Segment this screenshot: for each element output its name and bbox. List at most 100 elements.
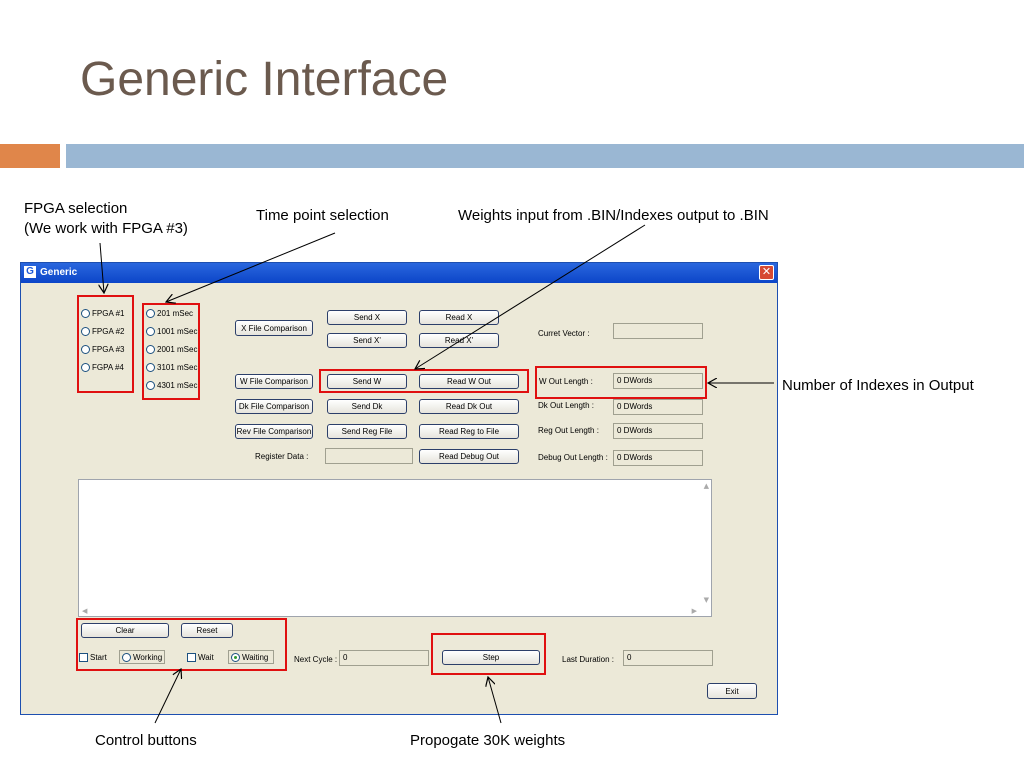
- send-x-prime-button[interactable]: Send X': [327, 333, 407, 348]
- scroll-left-icon[interactable]: ◀: [82, 607, 88, 615]
- arrow-weights: [415, 224, 646, 369]
- last-duration-label: Last Duration :: [562, 655, 615, 664]
- w-file-comparison-button[interactable]: W File Comparison: [235, 374, 313, 389]
- radio-circle-icon: [81, 363, 90, 372]
- send-reg-file-button[interactable]: Send Reg File: [327, 424, 407, 439]
- radio-circle-icon: [146, 327, 155, 336]
- radio-fpga-1[interactable]: FPGA #1: [81, 309, 124, 318]
- read-w-out-button[interactable]: Read W Out: [419, 374, 519, 389]
- slide-title: Generic Interface: [80, 53, 449, 106]
- annotation-control-buttons: Control buttons: [95, 732, 197, 749]
- read-x-button[interactable]: Read X: [419, 310, 499, 325]
- radio-label: 2001 mSec: [157, 345, 198, 354]
- send-w-button[interactable]: Send W: [327, 374, 407, 389]
- clear-button[interactable]: Clear: [81, 623, 169, 638]
- arrow-fpga: [100, 242, 104, 293]
- wait-checkbox[interactable]: Wait: [187, 653, 214, 662]
- radio-time-3101[interactable]: 3101 mSec: [146, 363, 197, 372]
- w-out-length-field: 0 DWords: [613, 373, 703, 389]
- step-button[interactable]: Step: [442, 650, 540, 665]
- dk-file-comparison-button[interactable]: Dk File Comparison: [235, 399, 313, 414]
- checkbox-icon: [187, 653, 196, 662]
- send-dk-button[interactable]: Send Dk: [327, 399, 407, 414]
- read-debug-out-button[interactable]: Read Debug Out: [419, 449, 519, 464]
- scroll-right-icon[interactable]: ▶: [691, 607, 697, 615]
- arrow-control: [154, 669, 181, 724]
- annotation-fpga-line1: FPGA selection: [24, 200, 128, 217]
- window-title: Generic: [40, 267, 78, 278]
- close-icon[interactable]: ✕: [759, 265, 774, 280]
- radio-time-4301[interactable]: 4301 mSec: [146, 381, 197, 390]
- waiting-label: Waiting: [242, 653, 269, 662]
- register-data-label: Register Data :: [255, 452, 309, 461]
- start-checkbox[interactable]: Start: [79, 653, 107, 662]
- w-out-highlight-box: [535, 366, 707, 399]
- wait-label: Wait: [198, 653, 214, 662]
- radio-fpga-3[interactable]: FPGA #3: [81, 345, 124, 354]
- radio-circle-icon: [122, 653, 131, 662]
- app-icon: G: [24, 266, 36, 278]
- waiting-radio: Waiting: [231, 653, 268, 662]
- annotation-propagate: Propogate 30K weights: [410, 732, 566, 749]
- radio-label: 1001 mSec: [157, 327, 198, 336]
- read-reg-to-file-button[interactable]: Read Reg to File: [419, 424, 519, 439]
- annotation-fpga-line2: (We work with FPGA #3): [24, 220, 188, 237]
- annotation-fpga-selection: FPGA selection (We work with FPGA #3): [24, 199, 188, 239]
- radio-circle-icon: [146, 363, 155, 372]
- radio-label: FPGA #2: [92, 327, 125, 336]
- radio-circle-icon: [81, 345, 90, 354]
- radio-label: FPGA #3: [92, 345, 125, 354]
- debug-out-length-field: 0 DWords: [613, 450, 703, 466]
- output-textarea[interactable]: ▲ ▼ ◀ ▶: [78, 479, 712, 617]
- reg-out-length-field: 0 DWords: [613, 423, 703, 439]
- register-data-field[interactable]: [325, 448, 413, 464]
- radio-fpga-4[interactable]: FGPA #4: [81, 363, 124, 372]
- start-label: Start: [90, 653, 107, 662]
- radio-label: 4301 mSec: [157, 381, 198, 390]
- weights-highlight-box: [319, 369, 529, 393]
- waiting-indicator: Waiting: [228, 650, 274, 664]
- send-x-button[interactable]: Send X: [327, 310, 407, 325]
- next-cycle-label: Next Cycle :: [294, 655, 338, 664]
- radio-selected-icon: [231, 653, 240, 662]
- generic-window: G Generic ✕ FPGA #1 FPGA #2 FPGA #3 FGPA…: [20, 262, 778, 715]
- read-dk-out-button[interactable]: Read Dk Out: [419, 399, 519, 414]
- radio-circle-icon: [146, 309, 155, 318]
- step-highlight-box: [431, 633, 546, 675]
- radio-circle-icon: [81, 327, 90, 336]
- scroll-up-icon[interactable]: ▲: [703, 482, 709, 490]
- last-duration-field: 0: [623, 650, 713, 666]
- working-radio: Working: [122, 653, 162, 662]
- annotation-indexes: Number of Indexes in Output: [782, 377, 974, 394]
- radio-circle-icon: [146, 381, 155, 390]
- radio-circle-icon: [81, 309, 90, 318]
- curret-vector-label: Curret Vector :: [538, 329, 590, 338]
- radio-time-1001[interactable]: 1001 mSec: [146, 327, 197, 336]
- w-out-length-label: W Out Length :: [539, 377, 593, 386]
- next-cycle-field[interactable]: 0: [339, 650, 429, 666]
- reset-button[interactable]: Reset: [181, 623, 233, 638]
- working-indicator: Working: [119, 650, 165, 664]
- read-x-prime-button[interactable]: Read X': [419, 333, 499, 348]
- radio-time-201[interactable]: 201 mSec: [146, 309, 193, 318]
- time-highlight-box: [142, 303, 200, 400]
- scroll-down-icon[interactable]: ▼: [703, 596, 709, 604]
- radio-label: FPGA #1: [92, 309, 125, 318]
- exit-button[interactable]: Exit: [707, 683, 757, 699]
- x-file-comparison-button[interactable]: X File Comparison: [235, 320, 313, 336]
- accent-bar-blue: [66, 144, 1024, 168]
- debug-out-length-label: Debug Out Length :: [538, 453, 608, 462]
- working-label: Working: [133, 653, 163, 662]
- radio-label: FGPA #4: [92, 363, 124, 372]
- annotation-time-point: Time point selection: [256, 207, 389, 224]
- radio-circle-icon: [146, 345, 155, 354]
- checkbox-icon: [79, 653, 88, 662]
- reg-out-length-label: Reg Out Length :: [538, 426, 599, 435]
- radio-time-2001[interactable]: 2001 mSec: [146, 345, 197, 354]
- curret-vector-field[interactable]: [613, 323, 703, 339]
- accent-bar-orange: [0, 144, 60, 168]
- radio-fpga-2[interactable]: FPGA #2: [81, 327, 124, 336]
- window-titlebar[interactable]: G Generic ✕: [21, 263, 777, 283]
- rev-file-comparison-button[interactable]: Rev File Comparison: [235, 424, 313, 439]
